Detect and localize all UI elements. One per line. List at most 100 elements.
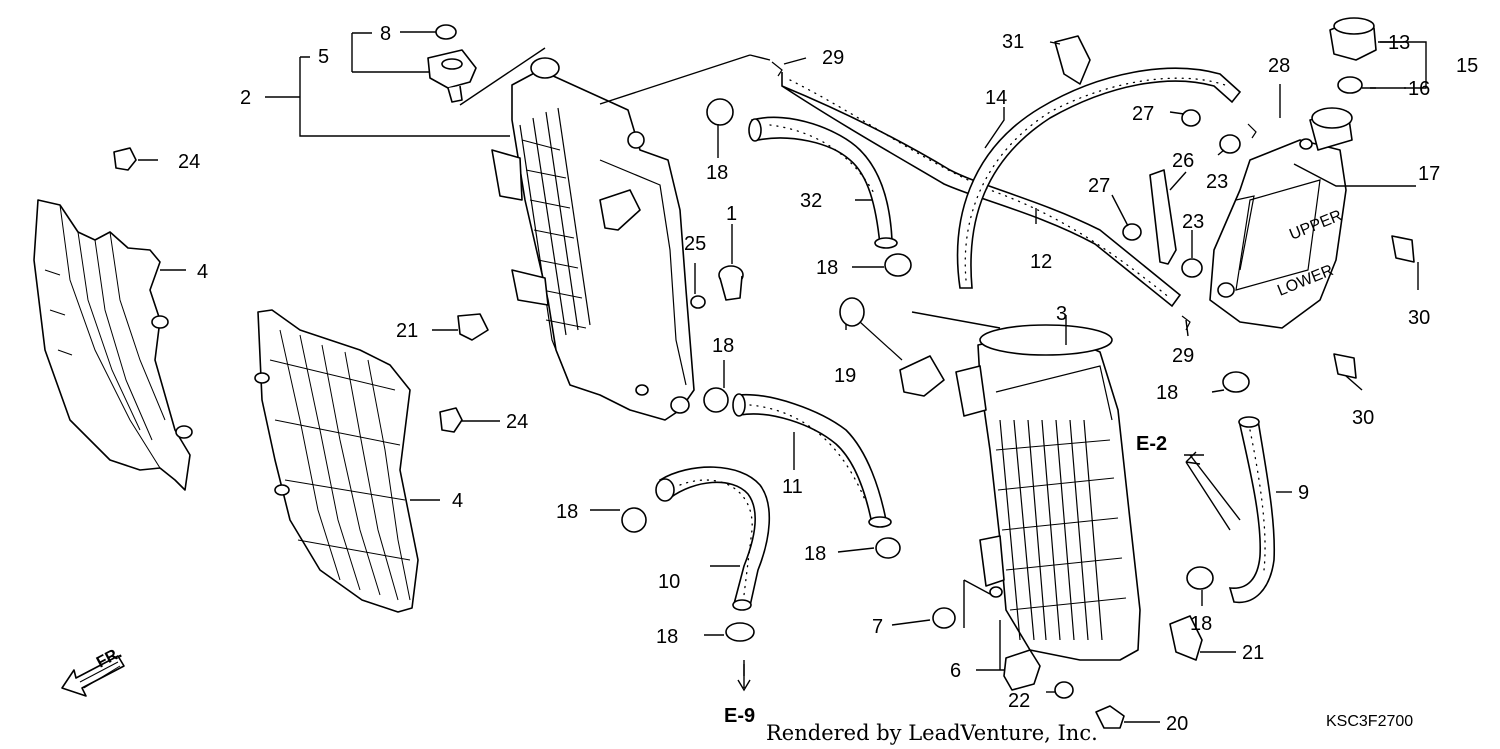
callout-18-d: 18 [556,501,578,523]
hose-10[interactable] [655,466,771,611]
callout-24-upper: 24 [178,151,200,173]
callout-18-a: 18 [706,162,728,184]
hose-clamp-c[interactable] [703,387,729,413]
hose-clamp-h[interactable] [1186,566,1214,590]
callout-28: 28 [1268,55,1290,77]
callout-23-upper: 23 [1206,171,1228,193]
callout-18-f: 18 [656,626,678,648]
callout-5: 5 [318,46,329,68]
callout-29-lower: 29 [1172,345,1194,367]
hose-clamp-e[interactable] [875,537,901,559]
callout-29-upper: 29 [822,47,844,69]
callout-18-h: 18 [1190,613,1212,635]
bolt-30-lower[interactable] [1333,353,1357,379]
reserve-tank[interactable]: UPPER LOWER [1209,107,1353,329]
bolt-27-upper[interactable] [1181,109,1201,127]
callout-2: 2 [240,87,251,109]
callout-21-left: 21 [396,320,418,342]
callout-31: 31 [1002,31,1024,53]
callout-13: 13 [1388,32,1410,54]
hose-clamp-f[interactable] [725,622,755,642]
hose-clamp-a[interactable] [706,98,734,126]
tank-cap-seal[interactable] [1337,76,1363,94]
callout-30-lower: 30 [1352,407,1374,429]
bracket-19[interactable] [839,297,945,397]
grommet-23-upper[interactable] [1219,134,1241,154]
tank-stay[interactable] [1149,169,1177,265]
callout-18-e: 18 [804,543,826,565]
hose-11[interactable] [732,393,892,528]
hose-clamp-g[interactable] [1222,371,1250,393]
callout-11: 11 [782,476,803,498]
hose-clip-31[interactable] [1054,35,1091,85]
hose-12[interactable] [956,67,1242,289]
bolt-20[interactable] [1095,705,1125,729]
callout-3: 3 [1056,303,1067,325]
bolt-27-lower[interactable] [1122,223,1142,241]
ref-e9[interactable]: E-9 [724,705,755,727]
callout-20: 20 [1166,713,1188,735]
leader-lines [138,31,1427,723]
callout-numbers: 8 5 2 24 4 21 24 4 1 25 18 29 32 18 19 1… [178,23,1478,735]
callout-12: 12 [1030,251,1052,273]
callout-21-right: 21 [1242,642,1264,664]
callout-15: 15 [1456,55,1478,77]
callout-10: 10 [658,571,680,593]
callout-30-upper: 30 [1408,307,1430,329]
radiator-shroud-inner[interactable] [254,309,419,613]
tank-cap[interactable] [1329,17,1377,61]
callout-23-lower: 23 [1182,211,1204,233]
callout-18-b: 18 [816,257,838,279]
bolt-24-lower[interactable] [439,407,463,433]
radiator-shroud-outer[interactable] [33,199,193,491]
e9-arrow [737,664,751,692]
hose-9[interactable] [1228,416,1276,604]
callout-8: 8 [380,23,391,45]
callout-22: 22 [1008,690,1030,712]
callout-19: 19 [834,365,856,387]
callout-6: 6 [950,660,961,682]
front-arrow-icon [61,655,125,697]
drain-bolt[interactable] [718,265,744,301]
callout-25: 25 [684,233,706,255]
e2-arrow [1185,451,1231,531]
cap-seal-ring[interactable] [435,24,457,40]
hose-32[interactable] [748,116,898,249]
hose-clamp-d[interactable] [621,507,647,533]
callout-18-c: 18 [712,335,734,357]
ref-e2[interactable]: E-2 [1136,433,1167,455]
callout-4-lower: 4 [452,490,463,512]
grommet-6[interactable] [1003,649,1041,691]
callout-16: 16 [1408,78,1430,100]
clip-29-upper[interactable] [771,61,783,77]
grommet-23-lower[interactable] [1181,258,1203,278]
collar-7[interactable] [932,607,956,629]
callout-7: 7 [872,616,883,638]
bolt-30-upper[interactable] [1391,235,1415,263]
hose-clamp-b[interactable] [884,253,912,277]
callout-1: 1 [726,203,737,225]
callout-18-g: 18 [1156,382,1178,404]
callout-27-upper: 27 [1132,103,1154,125]
callout-9: 9 [1298,482,1309,504]
callout-27-lower: 27 [1088,175,1110,197]
radiator-right[interactable] [955,324,1141,661]
callout-4-upper: 4 [197,261,208,283]
clip-21-left[interactable] [457,313,489,341]
callout-17: 17 [1418,163,1440,185]
radiator-cap[interactable] [427,49,477,103]
callout-24-lower: 24 [506,411,528,433]
radiator-left[interactable] [491,57,695,421]
callout-26: 26 [1172,150,1194,172]
diagram-code: KSC3F2700 [1326,713,1413,730]
clip-28[interactable] [1247,123,1257,139]
washer-22[interactable] [1054,681,1074,699]
callout-32: 32 [800,190,822,212]
credit-text: Rendered by LeadVenture, Inc. [766,721,1098,745]
callout-14: 14 [985,87,1007,109]
clip-21-right[interactable] [1169,615,1203,661]
bolt-24-upper[interactable] [113,147,137,171]
drain-washer[interactable] [690,295,706,309]
